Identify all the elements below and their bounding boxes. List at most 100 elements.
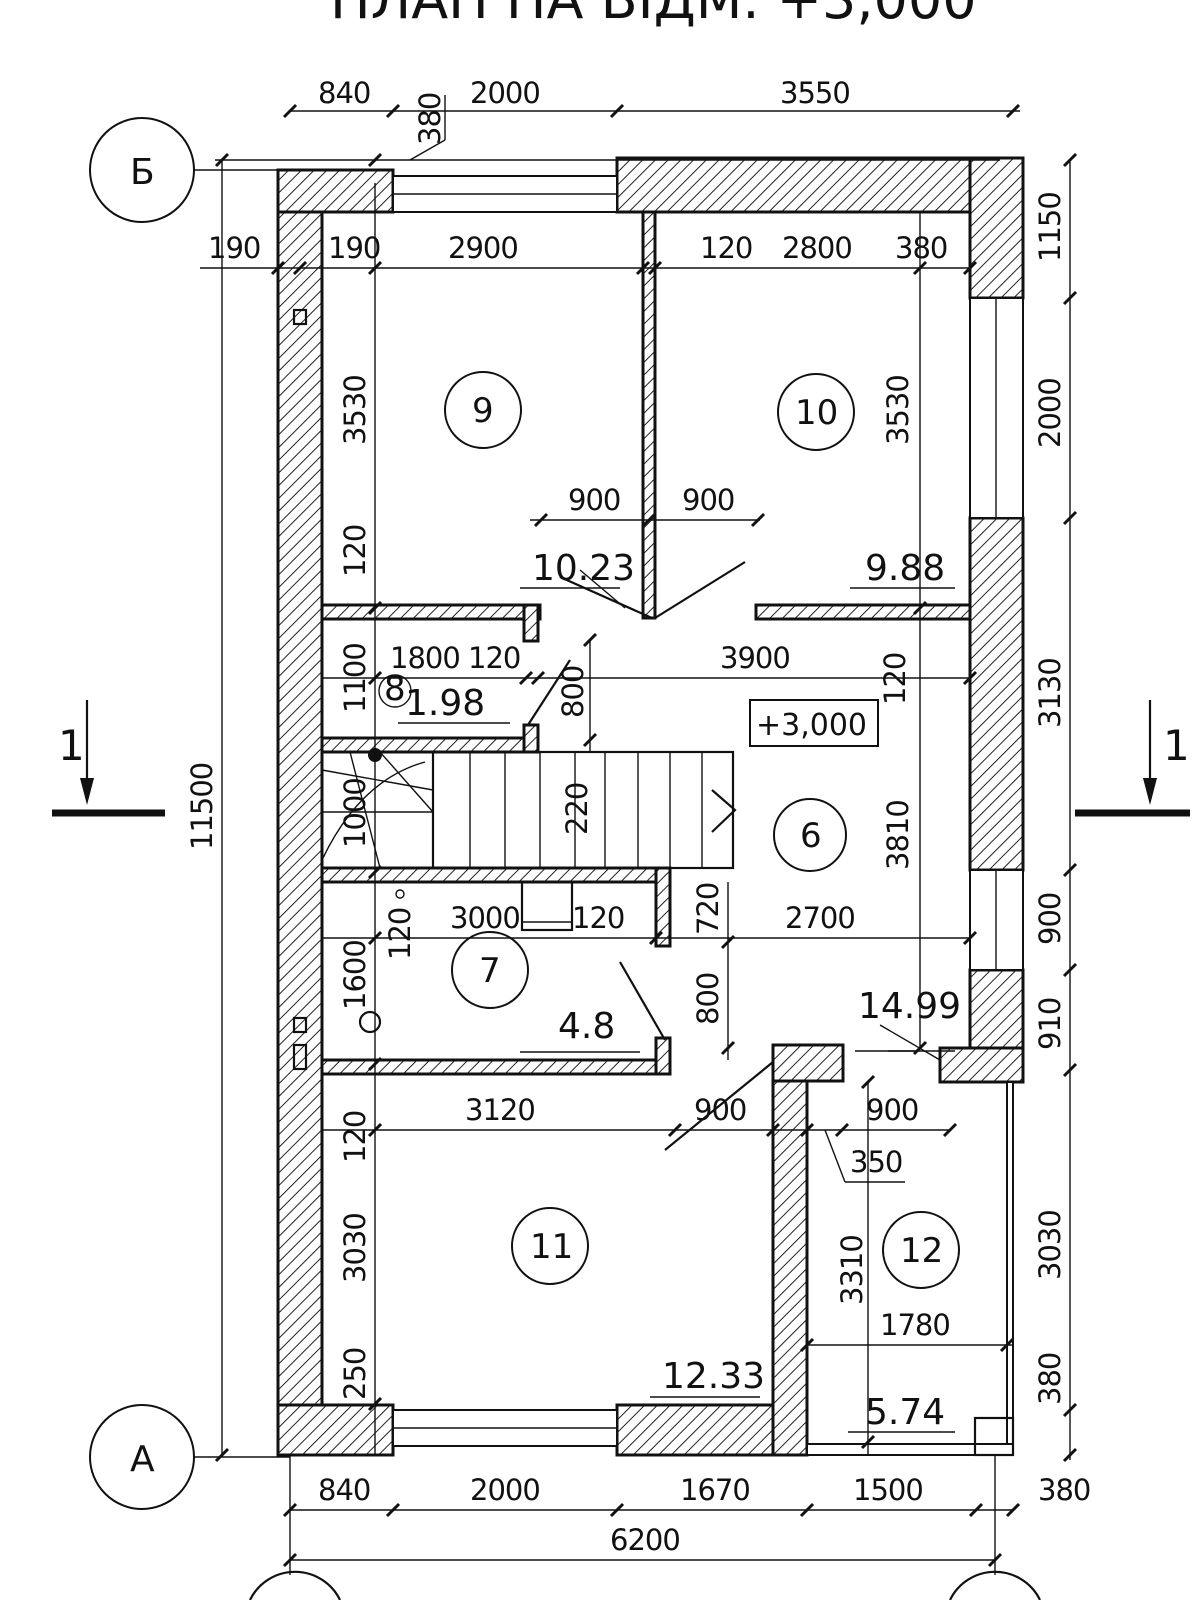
staircase (321, 748, 737, 870)
room-7-number: 7 (479, 951, 501, 991)
axis-markers: Б А (89, 117, 1041, 1600)
wall-room7-bottom (320, 1058, 672, 1076)
room12-outer-wall (1006, 1081, 1014, 1456)
dim-top-2: 2000 (470, 76, 540, 110)
dim-top-0: 840 (318, 76, 370, 110)
room-9-area: 10.23 (532, 548, 635, 589)
room-9-circle (444, 371, 522, 449)
room-10-circle (777, 373, 855, 451)
right-wall-middle (968, 516, 1025, 872)
dim-vr-0: 1150 (1033, 192, 1067, 262)
dim-row2-2: 2900 (448, 231, 518, 265)
room-11-number: 11 (530, 1227, 573, 1267)
room-10-area: 9.88 (865, 548, 945, 589)
room-12-area: 5.74 (865, 1392, 945, 1433)
dim-door-1: 900 (682, 483, 734, 517)
dim-vl-4: 120 (383, 908, 417, 960)
left-exterior-wall (276, 181, 324, 1457)
windows (392, 175, 1024, 1447)
partition-room9-hall (320, 603, 542, 621)
plan-title: ПЛАН НА ВІДМ. +3,000 (330, 0, 977, 31)
dim-top-1: 380 (413, 93, 447, 145)
room-11-circle (511, 1207, 589, 1285)
room-areas: 10.23 9.88 14.99 4.8 1.98 12.33 5.74 (405, 548, 961, 1433)
dim-row2-3: 120 (700, 231, 752, 265)
room-12-circle (882, 1211, 960, 1289)
dim-vi-0: 3530 (881, 375, 915, 445)
room-10-number: 10 (795, 393, 838, 433)
dim-mid-1: 120 (572, 901, 624, 935)
dim-bottom-inner-2: 900 (866, 1093, 918, 1127)
dim-vl-0: 3530 (338, 375, 372, 445)
section-markers: 1 1 (52, 700, 1190, 817)
dimension-lines (200, 95, 1071, 1575)
doors (527, 561, 774, 1151)
room-labels: 9 10 6 7 8 11 12 (384, 371, 960, 1289)
dim-mid-4: 800 (691, 973, 725, 1025)
room-9-number: 9 (472, 391, 494, 431)
dim-vi-2: 3310 (835, 1235, 869, 1305)
dim-vr-1: 2000 (1033, 378, 1067, 448)
dim-hall-1: 120 (468, 641, 520, 675)
dim-bottom-inner-0: 3120 (465, 1093, 535, 1127)
dim-bottom-1: 2000 (470, 1473, 540, 1507)
dim-bottom-3: 1500 (853, 1473, 923, 1507)
dim-mid-2: 2700 (785, 901, 855, 935)
top-right-wall (615, 156, 1025, 214)
dim-hall-2: 3900 (720, 641, 790, 675)
dimension-texts: 840 2000 3550 190 190 2900 120 2800 380 … (208, 76, 1091, 1557)
dim-vr-4: 910 (1033, 998, 1067, 1050)
room-6-circle (773, 798, 847, 872)
axis-b-label: Б (130, 152, 155, 193)
dim-hall-3: 800 (556, 666, 590, 718)
stair-bottom-wall (320, 866, 672, 884)
right-wall-corner (938, 1046, 1025, 1084)
room-8-area: 1.98 (405, 683, 485, 724)
room12-bottom-wall (806, 1443, 1014, 1456)
room-6-number: 6 (800, 816, 822, 856)
partition-room8 (320, 736, 536, 754)
dim-hall-0: 1800 (390, 641, 460, 675)
fixtures (292, 308, 1015, 1457)
room-8-number: 8 (384, 669, 406, 709)
dim-bottom-inner-1: 900 (694, 1093, 746, 1127)
dim-vr-5: 3030 (1033, 1210, 1067, 1280)
dim-vl-6: 120 (338, 1111, 372, 1163)
elevation-box (749, 699, 879, 747)
dim-mid-0: 3000 (450, 901, 520, 935)
dim-bottom-inner-3: 350 (850, 1145, 902, 1179)
room-7-circle (451, 931, 529, 1009)
dim-vl-2: 1100 (338, 643, 372, 713)
partition-room10-hall (754, 603, 972, 621)
wall-room7-return (654, 1036, 672, 1076)
dim-vr-2: 3130 (1033, 658, 1067, 728)
dim-stairs-0: 1000 (338, 778, 372, 848)
dimension-ticks (214, 103, 1078, 1568)
dim-row2-5: 380 (895, 231, 947, 265)
partition-room8-return (522, 723, 540, 754)
elevation-mark: +3,000 (756, 708, 867, 743)
dim-vr-3: 900 (1033, 893, 1067, 945)
dim-overall: 11500 (185, 763, 219, 850)
room-7-area: 4.8 (558, 1006, 615, 1047)
axis-a-label: А (130, 1439, 155, 1480)
right-wall-upper (968, 156, 1025, 300)
dim-vl-1: 120 (338, 525, 372, 577)
dim-bottom-2: 1670 (680, 1473, 750, 1507)
dim-vl-5: 1600 (338, 940, 372, 1010)
dim-vl-7: 3030 (338, 1213, 372, 1283)
dim-small-0: 1780 (880, 1308, 950, 1342)
dim-door-0: 900 (568, 483, 620, 517)
dim-vl-8: 250 (338, 1348, 372, 1400)
dim-row2-1: 190 (328, 231, 380, 265)
room-12-number: 12 (900, 1231, 943, 1271)
section-right-label: 1 (1163, 721, 1190, 770)
section-left-label: 1 (58, 721, 85, 770)
room-11-area: 12.33 (662, 1356, 765, 1397)
wall-room11-room12 (771, 1043, 809, 1457)
dim-hall-4: 120 (878, 653, 912, 705)
dim-stairs-1: 220 (560, 783, 594, 835)
dim-row2-0: 190 (208, 231, 260, 265)
vertical-dimension-texts: 380 3530 120 1100 1000 120 1600 120 3030… (185, 93, 1067, 1405)
